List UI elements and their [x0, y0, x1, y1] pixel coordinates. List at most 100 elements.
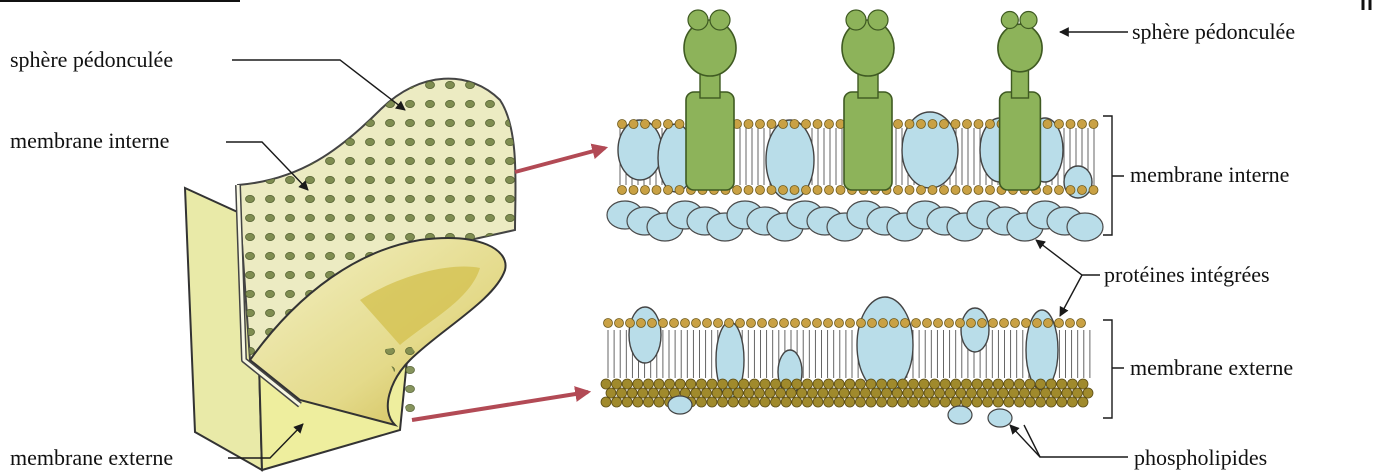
lipid-head [767, 186, 776, 195]
lipid-head [940, 186, 949, 195]
lipid-head [756, 186, 765, 195]
lipid-head [945, 388, 955, 398]
lipid-head [879, 319, 888, 328]
lipid-head [912, 319, 921, 328]
lipid-head [1078, 379, 1088, 389]
lipid-head [940, 397, 950, 407]
lipid-head [723, 388, 733, 398]
lipid-head [780, 319, 789, 328]
lipid-head [913, 388, 923, 398]
internal-base-protein [1067, 213, 1103, 241]
lipid-head [940, 379, 950, 389]
lipid-head [681, 319, 690, 328]
lipid-head [736, 319, 745, 328]
lipid-head [961, 397, 971, 407]
lipid-head [855, 379, 865, 389]
lipid-head [1051, 388, 1061, 398]
bracket-internal [1103, 116, 1124, 235]
lipid-head [877, 379, 887, 389]
lipid-head [802, 120, 811, 129]
label-right-internal: membrane interne [1130, 162, 1289, 187]
atp-synthase-stalk [1000, 92, 1041, 190]
lipid-head [1078, 186, 1087, 195]
lipid-head [691, 388, 701, 398]
lipid-head [1062, 388, 1072, 398]
lipid-head [877, 397, 887, 407]
lipid-head [771, 397, 781, 407]
lipid-head [945, 319, 954, 328]
lipid-head [633, 379, 643, 389]
lipid-head [989, 319, 998, 328]
lipid-head [924, 388, 934, 398]
label-right-external: membrane externe [1130, 355, 1293, 380]
label-left-internal: membrane interne [10, 128, 169, 153]
lipid-head [790, 120, 799, 129]
lipid-head [988, 388, 998, 398]
lipid-head [894, 120, 903, 129]
lipid-head [637, 319, 646, 328]
lipid-head [966, 388, 976, 398]
lipid-head [917, 186, 926, 195]
lipid-head [961, 379, 971, 389]
lipid-head [629, 186, 638, 195]
lipid-head [1004, 397, 1014, 407]
lipid-head [633, 397, 643, 407]
label-left-sphere: sphère pédonculée [10, 47, 173, 72]
lipid-head [754, 388, 764, 398]
lipid-head [776, 388, 786, 398]
lipid-head [725, 319, 734, 328]
lipid-head [845, 379, 855, 389]
lipid-head [1057, 379, 1067, 389]
lipid-head [824, 397, 834, 407]
lipid-head [786, 388, 796, 398]
lipid-head [696, 397, 706, 407]
lipid-head [829, 388, 839, 398]
lipid-head [601, 379, 611, 389]
lipid-head [951, 186, 960, 195]
lipid-head [967, 319, 976, 328]
lipid-head [930, 397, 940, 407]
lipid-head [749, 379, 759, 389]
lipid-head [1022, 319, 1031, 328]
lipid-head [813, 120, 822, 129]
lipid-head [781, 379, 791, 389]
lipid-head [744, 120, 753, 129]
lipid-head [686, 379, 696, 389]
lipid-head [760, 397, 770, 407]
lipid-head [956, 388, 966, 398]
lipid-head [1009, 388, 1019, 398]
lipid-head [928, 120, 937, 129]
lipid-head [707, 397, 717, 407]
lipid-head [974, 186, 983, 195]
lipid-head [728, 379, 738, 389]
label-right-phospholipids: phospholipides [1134, 445, 1267, 470]
lipid-head [898, 379, 908, 389]
lipid-head [834, 397, 844, 407]
lipid-head [871, 388, 881, 398]
atp-synthase-head [998, 24, 1042, 72]
lipid-head [654, 379, 664, 389]
lipid-head [728, 397, 738, 407]
lipid-head [664, 186, 673, 195]
lipid-head [707, 379, 717, 389]
lipid-head [1044, 319, 1053, 328]
lipid-head [712, 388, 722, 398]
lipid-head [652, 120, 661, 129]
external-membrane-detail [601, 297, 1093, 427]
lipid-head [846, 319, 855, 328]
lipid-head [940, 120, 949, 129]
lipid-head [813, 379, 823, 389]
lipid-head [758, 319, 767, 328]
lipid-head [1036, 397, 1046, 407]
lipid-head [845, 397, 855, 407]
lipid-head [1019, 388, 1029, 398]
external-integrated-protein [1026, 310, 1058, 390]
lipid-head [951, 120, 960, 129]
lipid-head [977, 388, 987, 398]
lipid-head [887, 379, 897, 389]
lipid-head [675, 186, 684, 195]
lipid-head [993, 379, 1003, 389]
lipid-head [744, 186, 753, 195]
red-arrow-to-external [412, 392, 588, 420]
lipid-head [825, 186, 834, 195]
